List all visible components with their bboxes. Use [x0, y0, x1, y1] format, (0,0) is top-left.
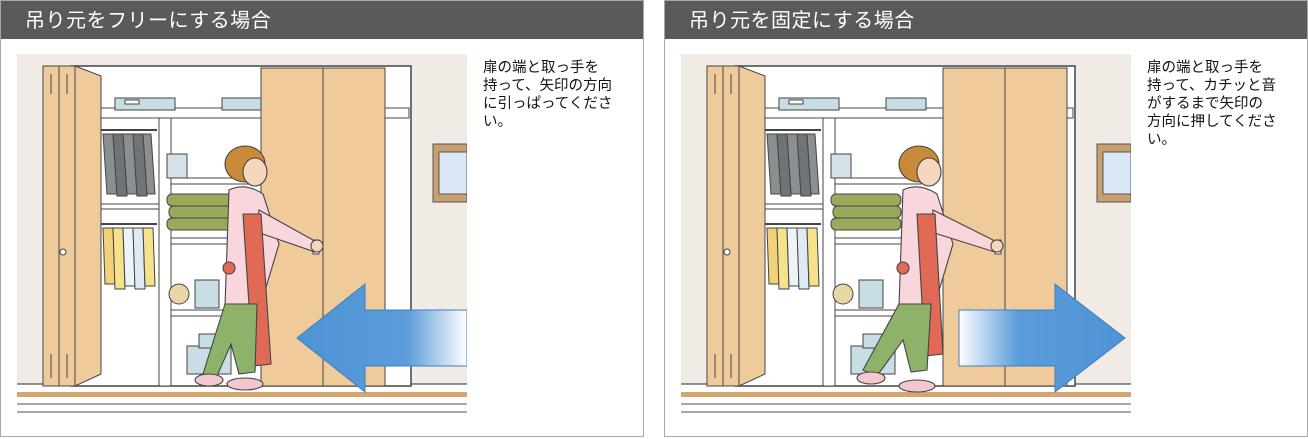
panel-fixed-hinge: 吊り元を固定にする場合 [664, 0, 1308, 437]
illustration-pull-door [17, 54, 467, 421]
instruction-text: 扉の端と取っ手を 持って、矢印の方向 に引っぱってくださ い。 [483, 60, 613, 130]
arrow-right-icon [958, 282, 1126, 394]
illustration-push-door [681, 54, 1131, 421]
instruction-text: 扉の端と取っ手を 持って、カチッと音 がするまで矢印の 方向に押してくださ い。 [1147, 60, 1277, 148]
arrow-left-icon [296, 282, 467, 394]
panel-title: 吊り元をフリーにする場合 [1, 1, 643, 39]
panel-title: 吊り元を固定にする場合 [665, 1, 1307, 39]
panel-free-hinge: 吊り元をフリーにする場合 [0, 0, 644, 437]
